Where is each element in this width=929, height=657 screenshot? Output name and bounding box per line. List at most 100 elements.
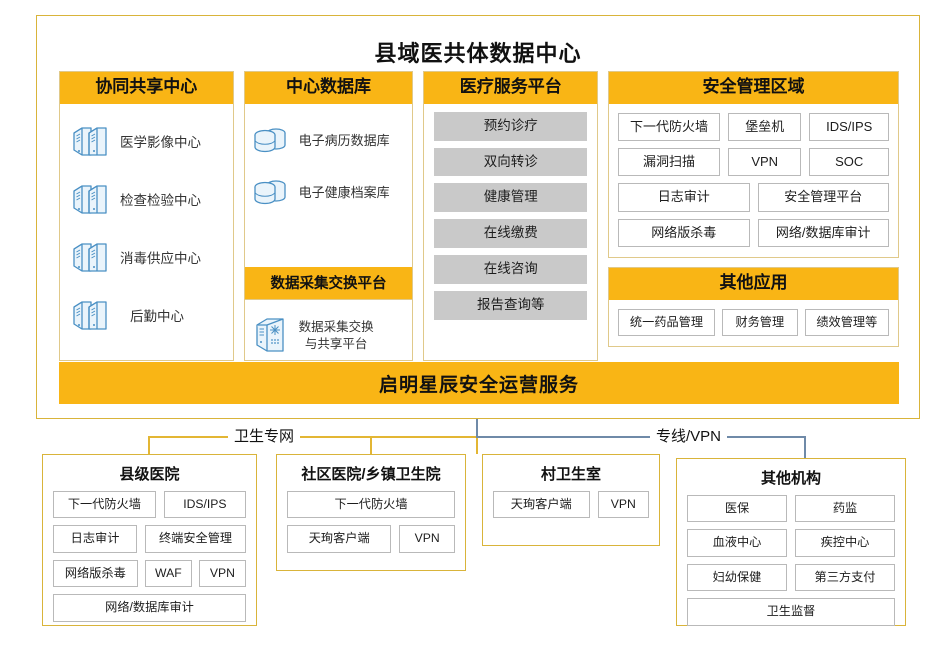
service-item-health-management[interactable]: 健康管理 [434,183,588,213]
panel-body-central-db: 电子病历数据库 [244,104,413,360]
box-title-other-org: 其他机构 [760,470,821,487]
security-item-vulnerability-scan[interactable]: 漏洞扫描 [618,147,720,177]
panel-security-management-zone: 安全管理区域 下一代防火墙 堡垒机 IDS/IPS 漏洞扫描 VPN SOC 日… [608,71,899,258]
connector-branch-other-org [804,436,806,458]
security-item-vpn[interactable]: VPN [728,147,802,177]
other-org-row-2: 血液中心 疾控中心 [687,529,895,557]
connector-branch-community [370,436,372,454]
panel-body-security-zone: 下一代防火墙 堡垒机 IDS/IPS 漏洞扫描 VPN SOC 日志审计 安全管… [609,104,898,257]
servers-icon [70,121,114,161]
connector-health-network-trunk [148,436,478,438]
list-item-label: 电子健康档案库 [298,185,390,201]
county-item-ngfw[interactable]: 下一代防火墙 [53,491,156,519]
box-body-other-org: 医保 药监 血液中心 疾控中心 妇幼保健 第三方支付 卫生监督 [677,495,905,636]
county-item-endpoint-security[interactable]: 终端安全管理 [145,525,246,553]
list-item[interactable]: 医学影像中心 [70,112,223,170]
box-title-county-hospital: 县级医院 [119,466,180,483]
panel-body-service-platform: 预约诊疗 双向转诊 健康管理 在线缴费 在线咨询 报告查询等 [424,104,597,360]
panel-body-collab: 医学影像中心 [60,104,233,360]
service-item-online-payment[interactable]: 在线缴费 [434,219,588,249]
servers-icon [70,237,114,277]
county-item-vpn[interactable]: VPN [198,559,246,588]
database-icon [251,174,293,210]
list-item-label: 检查检验中心 [120,192,201,208]
other-app-unified-drug-mgmt[interactable]: 统一药品管理 [618,308,715,336]
box-title-community-hospital: 社区医院/乡镇卫生院 [301,466,441,483]
security-item-soc[interactable]: SOC [809,147,889,177]
connector-branch-county [148,436,150,454]
connector-riser-blue [476,419,478,436]
community-item-vpn[interactable]: VPN [399,525,455,553]
other-org-item-blood-center[interactable]: 血液中心 [687,529,787,557]
community-item-tianxun-client[interactable]: 天珣客户端 [287,525,392,553]
connector-label-health-network: 卫生专网 [228,425,301,446]
list-item[interactable]: 检查检验中心 [70,170,223,228]
main-columns: 协同共享中心 [59,71,899,361]
service-item-report-query[interactable]: 报告查询等 [434,290,588,320]
community-row-2: 天珣客户端 VPN [287,525,455,553]
security-row-4: 网络版杀毒 网络/数据库审计 [618,218,889,247]
other-org-item-cdc[interactable]: 疾控中心 [795,529,895,557]
list-item-label: 医学影像中心 [120,134,201,150]
county-item-network-db-audit[interactable]: 网络/数据库审计 [53,594,246,622]
connector-label-dedicated-vpn: 专线/VPN [650,425,728,446]
list-item-label: 消毒供应中心 [120,250,201,266]
other-org-item-maternal-child-health[interactable]: 妇幼保健 [687,563,787,592]
other-org-item-health-supervision[interactable]: 卫生监督 [687,598,895,626]
security-item-security-mgmt-platform[interactable]: 安全管理平台 [757,183,889,212]
security-item-ngfw[interactable]: 下一代防火墙 [618,112,720,141]
connector-branch-village [476,436,478,454]
service-item-two-way-referral[interactable]: 双向转诊 [434,147,588,177]
panel-collaborative-sharing-center: 协同共享中心 [59,71,234,361]
list-item[interactable]: 后勤中心 [70,286,223,344]
other-app-performance-mgmt[interactable]: 绩效管理等 [804,308,889,336]
data-center-panel: 县域医共体数据中心 协同共享中心 [36,15,920,419]
list-item-label: 后勤中心 [130,308,184,324]
panel-header-other-apps: 其他应用 [609,267,898,300]
security-item-network-antivirus[interactable]: 网络版杀毒 [618,218,750,247]
security-item-network-db-audit[interactable]: 网络/数据库审计 [757,218,889,247]
box-body-village-clinic: 天珣客户端 VPN [483,491,659,528]
database-icon [251,122,293,158]
service-item-appointment[interactable]: 预约诊疗 [434,111,588,141]
county-item-log-audit[interactable]: 日志审计 [53,525,138,553]
panel-medical-service-platform: 医疗服务平台 预约诊疗 双向转诊 健康管理 在线缴费 在线咨询 报告查询等 [423,71,599,361]
security-row-1: 下一代防火墙 堡垒机 IDS/IPS [618,112,889,141]
village-row-1: 天珣客户端 VPN [493,491,649,519]
county-item-network-antivirus[interactable]: 网络版杀毒 [53,559,138,588]
other-org-row-3: 妇幼保健 第三方支付 [687,563,895,592]
county-row-4: 网络/数据库审计 [53,594,246,622]
other-apps-row: 统一药品管理 财务管理 绩效管理等 [618,308,889,336]
county-item-ids-ips[interactable]: IDS/IPS [163,491,246,519]
panel-header-security-zone: 安全管理区域 [609,72,898,104]
other-app-finance-mgmt[interactable]: 财务管理 [721,308,798,336]
sub-panel-header-data-exchange: 数据采集交换平台 [244,267,413,299]
servers-icon [70,179,114,219]
servers-icon [70,295,114,335]
list-item[interactable]: 电子健康档案库 [251,166,407,218]
other-org-item-drug-administration[interactable]: 药监 [795,495,895,523]
box-body-community-hospital: 下一代防火墙 天珣客户端 VPN [277,491,465,563]
list-item[interactable]: 电子病历数据库 [251,114,407,166]
box-village-clinic: 村卫生室 天珣客户端 VPN [482,454,660,546]
list-item[interactable]: 数据采集交换 与共享平台 [245,300,413,360]
security-item-log-audit[interactable]: 日志审计 [618,183,750,212]
panel-header-central-db: 中心数据库 [244,72,413,104]
county-row-1: 下一代防火墙 IDS/IPS [53,491,246,519]
list-item-label: 电子病历数据库 [298,133,390,149]
village-item-tianxun-client[interactable]: 天珣客户端 [493,491,590,519]
box-community-hospital: 社区医院/乡镇卫生院 下一代防火墙 天珣客户端 VPN [276,454,466,571]
other-org-item-third-party-payment[interactable]: 第三方支付 [795,563,895,592]
service-item-online-consultation[interactable]: 在线咨询 [434,255,588,284]
security-item-bastion-host[interactable]: 堡垒机 [728,112,802,141]
box-county-hospital: 县级医院 下一代防火墙 IDS/IPS 日志审计 终端安全管理 网络版杀毒 WA… [42,454,257,626]
county-item-waf[interactable]: WAF [144,559,192,588]
page-title: 县域医共体数据中心 [374,41,582,66]
security-operations-bar: 启明星辰安全运营服务 [59,362,899,404]
list-item[interactable]: 消毒供应中心 [70,228,223,286]
community-item-ngfw[interactable]: 下一代防火墙 [287,491,455,519]
security-item-ids-ips[interactable]: IDS/IPS [809,112,889,141]
other-org-item-medical-insurance[interactable]: 医保 [687,495,787,523]
village-item-vpn[interactable]: VPN [597,491,649,519]
panel-other-applications: 其他应用 统一药品管理 财务管理 绩效管理等 [608,266,899,347]
